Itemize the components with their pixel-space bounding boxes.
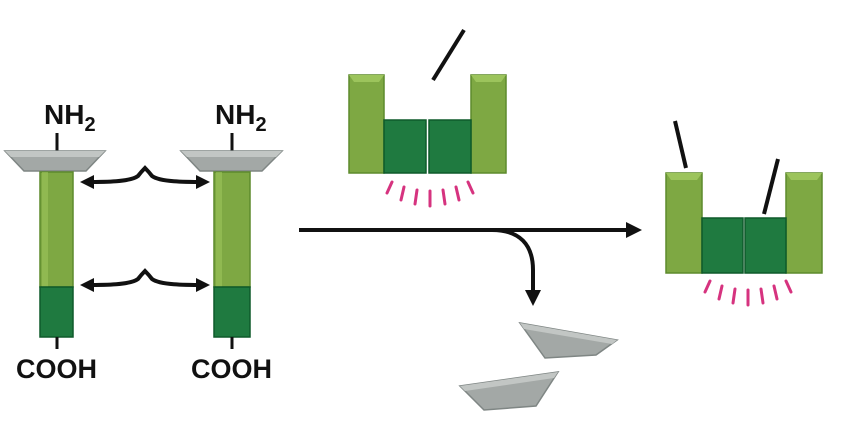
branch-arrowhead [525,290,541,306]
middle-dark-block-left [383,119,427,174]
lower-arrowhead-left [80,278,94,292]
final-right-light-pillar [785,172,823,274]
final-left-stick [673,120,688,169]
upper-arrowhead-right [196,175,210,189]
middle-activity-ticks [385,180,475,208]
main-process-arrow [299,222,642,306]
cleaved-fragment-lower-highlight [460,372,558,391]
middle-dark-block-right [428,119,472,174]
middle-left-pillar-bevel [349,75,384,82]
main-arrowhead [626,222,642,238]
cleaved-fragment-upper-highlight [520,323,617,344]
upper-arrowhead-left [80,175,94,189]
left-cap-highlight [5,151,105,157]
final-activity-ticks [703,279,793,307]
final-right-pillar-bevel [786,173,822,180]
cleaved-fragment-lower [458,371,560,411]
right-chain-dark-segment [213,286,251,338]
final-left-pillar-bevel [666,173,702,180]
middle-left-light-pillar [348,74,385,174]
final-left-light-pillar [665,172,703,274]
upper-interaction-arrow [80,165,210,189]
final-dark-block-right [744,217,787,274]
right-n-terminus-label: NH2 [215,99,267,136]
final-dark-block-left [701,217,744,274]
middle-right-pillar-bevel [471,75,506,82]
branch-arrow-curve [491,228,535,293]
left-precursor-chain: NH2 COOH [3,99,107,384]
middle-detached-stick [431,28,466,82]
middle-complex [348,28,507,208]
left-n-terminus-label: NH2 [44,99,96,136]
right-c-terminus-label: COOH [191,354,272,384]
middle-right-light-pillar [470,74,507,174]
right-cap-highlight [181,151,282,157]
left-chain-highlight [42,172,48,287]
final-right-stick [762,158,780,215]
lower-arrowhead-right [196,278,210,292]
cleaved-fragments [458,321,619,411]
left-chain-dark-segment [39,286,74,338]
right-chain-highlight [216,172,222,287]
lower-interaction-arrow [80,268,210,292]
final-complex [665,120,823,307]
left-c-terminus-label: COOH [16,354,97,384]
right-precursor-chain: NH2 COOH [179,99,284,384]
